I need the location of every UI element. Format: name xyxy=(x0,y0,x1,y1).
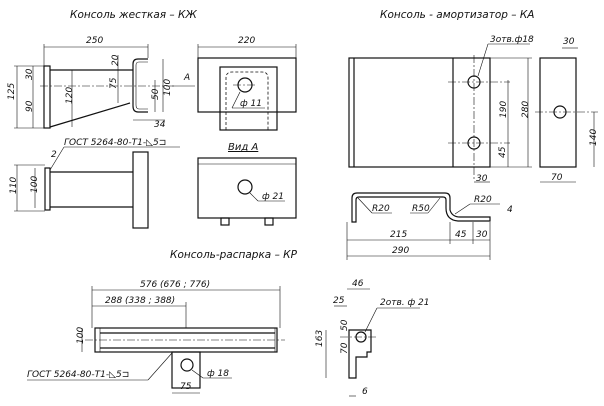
dim-120: 120 xyxy=(65,87,75,104)
dim-215: 215 xyxy=(390,230,407,240)
dim-30: 30 xyxy=(476,174,488,184)
kzh-weld-note: ГОСТ 5264-80-Т1-◺5⊐ xyxy=(64,138,166,148)
dim-46: 46 xyxy=(352,279,364,289)
kzh-front-view: 220 ф 11 xyxy=(197,36,297,131)
kzh-view-a: ф 21 xyxy=(197,157,297,226)
dim-30-strip: 30 xyxy=(476,230,488,240)
console-spacer-kr: Консоль-распарка – КР 576 (676 ; 776) 28… xyxy=(27,249,430,397)
dim-6: 6 xyxy=(362,387,368,397)
dim-2: 2 xyxy=(51,150,57,160)
view-a-arrow-label: A xyxy=(183,73,190,83)
ka-main-view: 3отв.ф18 190 280 45 30 xyxy=(348,35,534,184)
dim-100: 100 xyxy=(163,79,173,96)
console-damper-ka: Консоль - амортизатор – КА 3отв.ф18 190 … xyxy=(346,9,599,260)
radius-20-left: R20 xyxy=(372,204,390,214)
dim-45: 45 xyxy=(498,146,508,158)
dim-280: 280 xyxy=(521,101,531,118)
kzh-top-view: 110 100 2 xyxy=(9,150,149,229)
dim-288: 288 (338 ; 388) xyxy=(105,296,175,306)
kr-main-view: 576 (676 ; 776) 288 (338 ; 388) 100 ф 18… xyxy=(76,280,285,394)
kr-side-view: 46 25 2отв. ф 21 50 163 70 6 xyxy=(315,279,430,397)
ka-title: Консоль - амортизатор – КА xyxy=(380,9,534,21)
kr-title: Консоль-распарка – КР xyxy=(170,249,298,261)
dim-140: 140 xyxy=(589,129,599,146)
dim-34: 34 xyxy=(154,120,166,130)
holes-21-label: 2отв. ф 21 xyxy=(380,298,430,308)
kzh-title: Консоль жесткая – КЖ xyxy=(70,9,197,21)
dim-30-side: 30 xyxy=(563,37,575,47)
dim-163: 163 xyxy=(315,330,325,347)
hole-21-label: ф 21 xyxy=(262,192,284,202)
radius-20-right: R20 xyxy=(474,195,492,205)
dim-190: 190 xyxy=(499,101,509,118)
dim-250: 250 xyxy=(86,36,103,46)
kzh-side-view: 250 30 125 90 120 75 20 50 100 34 A xyxy=(7,36,195,130)
dim-75: 75 xyxy=(109,77,119,89)
dim-20: 20 xyxy=(111,54,121,66)
dim-70: 70 xyxy=(340,342,350,354)
dim-75: 75 xyxy=(180,382,192,392)
dim-4: 4 xyxy=(507,205,513,215)
dim-50: 50 xyxy=(340,319,350,331)
holes-18-label: 3отв.ф18 xyxy=(490,35,534,45)
dim-220: 220 xyxy=(238,36,255,46)
radius-50: R50 xyxy=(412,204,430,214)
dim-576: 576 (676 ; 776) xyxy=(140,280,210,290)
dim-50: 50 xyxy=(151,88,161,100)
ka-bent-strip: R20 R50 R20 4 215 45 30 290 xyxy=(346,192,513,260)
dim-25: 25 xyxy=(333,296,345,306)
dim-90: 90 xyxy=(25,100,35,112)
view-a-label: Вид А xyxy=(228,142,258,153)
dim-30: 30 xyxy=(25,68,35,80)
dim-45-strip: 45 xyxy=(455,230,467,240)
hole-11-label: ф 11 xyxy=(240,99,262,109)
kr-weld-note: ГОСТ 5264-80-Т1-◺5⊐ xyxy=(27,370,129,380)
dim-70: 70 xyxy=(551,173,563,183)
dim-100: 100 xyxy=(76,327,86,344)
dim-100-top: 100 xyxy=(30,176,40,193)
console-rigid-kzh: Консоль жесткая – КЖ 250 30 125 90 120 7… xyxy=(7,9,297,229)
hole-18-label: ф 18 xyxy=(207,369,229,379)
dim-125: 125 xyxy=(7,83,17,100)
dim-110: 110 xyxy=(9,177,19,194)
ka-side-view: 30 140 70 xyxy=(535,37,599,183)
dim-290: 290 xyxy=(392,246,409,256)
